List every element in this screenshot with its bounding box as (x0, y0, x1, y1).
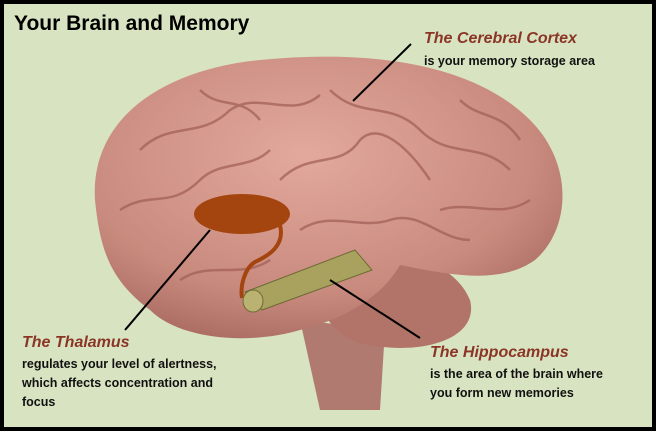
thalamus-pointer (124, 229, 211, 331)
thalamus-label: The Thalamus (22, 334, 130, 351)
cerebrum (94, 56, 563, 339)
hippocampus-description: is the area of the brain where you form … (430, 365, 603, 403)
hippocampus-desc-line: is the area of the brain where (430, 367, 603, 381)
brain-folds (119, 89, 531, 282)
thalamus-desc-line: regulates your level of alertness, (22, 357, 217, 371)
fornix (239, 224, 283, 299)
hippocampus-desc-line: you form new memories (430, 386, 574, 400)
thalamus-desc-line: which affects concentration and (22, 376, 214, 390)
cortex-pointer (352, 43, 412, 102)
thalamus-region (194, 194, 290, 234)
hippocampus-label: The Hippocampus (430, 344, 569, 361)
cortex-description: is your memory storage area (424, 54, 595, 68)
page-title: Your Brain and Memory (14, 12, 250, 35)
brain-illustration (94, 43, 563, 410)
hippocampus-region (242, 249, 373, 313)
thalamus-description: regulates your level of alertness, which… (22, 355, 217, 412)
thalamus-desc-line: focus (22, 395, 56, 409)
cortex-label: The Cerebral Cortex (424, 30, 577, 47)
hippocampus-pointer (329, 279, 421, 339)
